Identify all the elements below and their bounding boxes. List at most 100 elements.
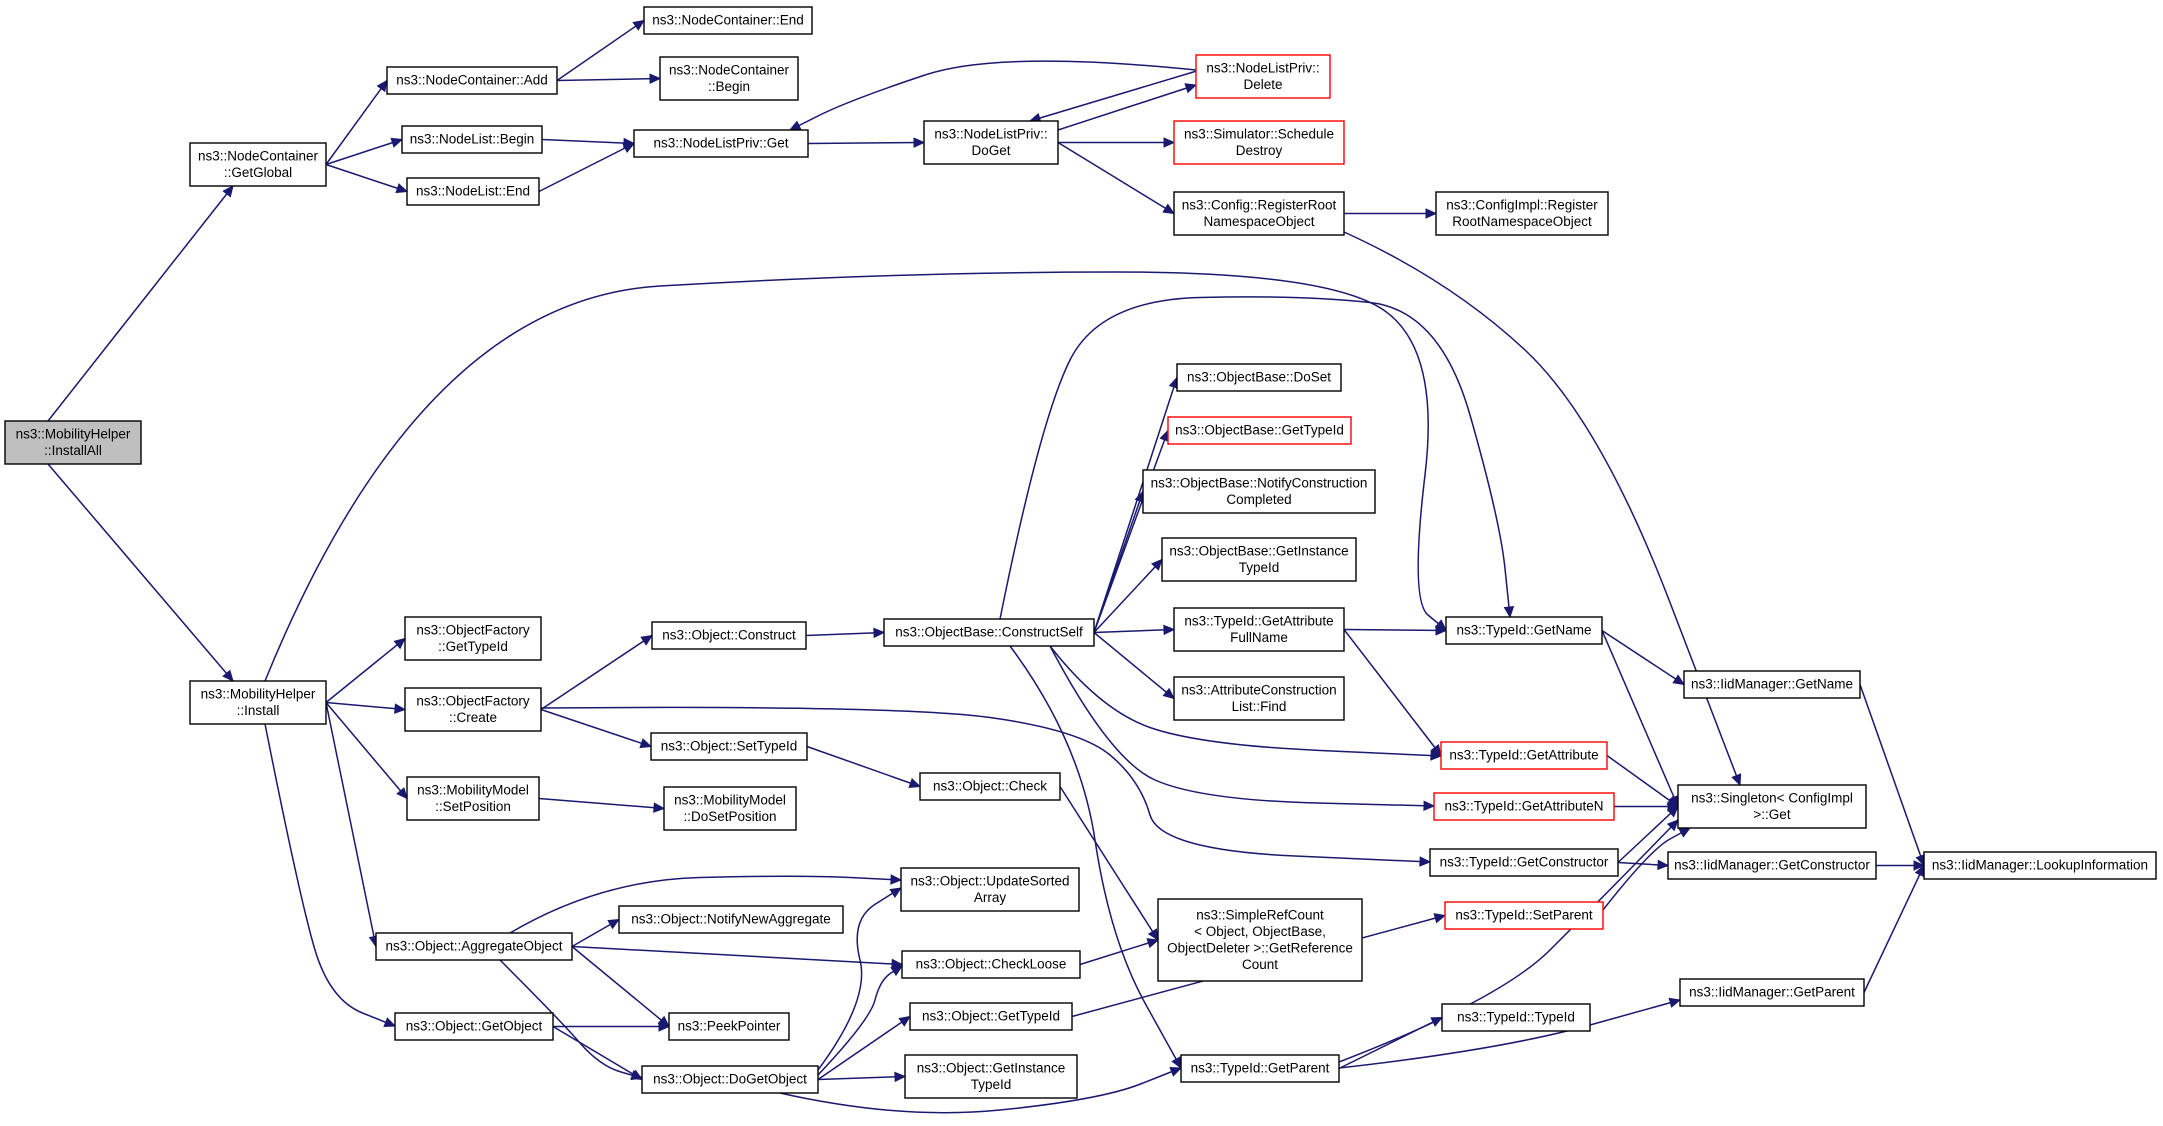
call-edge-install-to-of_gettid: [325, 637, 406, 704]
node-nc-begin[interactable]: ns3::NodeContainer::Begin: [659, 56, 799, 101]
node-ob-doset[interactable]: ns3::ObjectBase::DoSet: [1176, 363, 1342, 392]
node-tid-tid[interactable]: ns3::TypeId::TypeId: [1441, 1003, 1591, 1032]
node-tid-getctor[interactable]: ns3::TypeId::GetConstructor: [1429, 848, 1619, 877]
call-edge-ob_constructself-to-tid_getattr: [1049, 645, 1443, 761]
node-mm-dosetpos[interactable]: ns3::MobilityModel::DoSetPosition: [663, 786, 797, 831]
node-label-line: ns3::Object::DoGetObject: [653, 1072, 807, 1087]
node-cfgimpl-reg[interactable]: ns3::ConfigImpl::RegisterRootNamespaceOb…: [1435, 191, 1609, 236]
node-peekpointer[interactable]: ns3::PeekPointer: [668, 1012, 790, 1041]
node-label-line: ns3::Object::SetTypeId: [661, 739, 798, 754]
node-label-line: ns3::Object::GetObject: [406, 1019, 543, 1034]
node-nc-end[interactable]: ns3::NodeContainer::End: [643, 6, 813, 35]
node-label-line: ::DoSetPosition: [683, 809, 776, 824]
node-nlp-delete[interactable]: ns3::NodeListPriv::Delete: [1195, 54, 1331, 99]
call-edge-nlp_delete-to-nlp_doget: [1028, 69, 1201, 124]
call-edge-obj_checkloose-to-srefcount: [1079, 938, 1160, 966]
node-nl-begin[interactable]: ns3::NodeList::Begin: [401, 125, 543, 154]
call-edge-obj_settid-to-obj_check: [806, 745, 922, 788]
node-label-line: ns3::TypeId::GetName: [1456, 623, 1591, 638]
node-label-line: ObjectDeleter >::GetReference: [1167, 940, 1353, 955]
node-ob-gettid[interactable]: ns3::ObjectBase::GetTypeId: [1167, 416, 1352, 445]
node-label-line: ns3::TypeId::GetParent: [1191, 1061, 1330, 1076]
call-edge-nlp_doget-to-sim_sched: [1058, 137, 1176, 148]
call-edge-obj_dogetobject-to-obj_upd: [817, 887, 903, 1071]
node-tid-getparent[interactable]: ns3::TypeId::GetParent: [1180, 1054, 1340, 1083]
call-edge-nc_add-to-nc_end: [556, 19, 646, 82]
node-iid-getname[interactable]: ns3::IidManager::GetName: [1683, 670, 1861, 699]
node-srefcount[interactable]: ns3::SimpleRefCount< Object, ObjectBase,…: [1157, 898, 1363, 982]
call-edge-obj_check-to-srefcount: [1059, 786, 1159, 942]
node-obj-settid[interactable]: ns3::Object::SetTypeId: [650, 732, 808, 761]
node-nlp-get[interactable]: ns3::NodeListPriv::Get: [633, 129, 809, 158]
node-iid-getparent[interactable]: ns3::IidManager::GetParent: [1679, 978, 1865, 1007]
node-label-line: Destroy: [1236, 143, 1283, 158]
node-obj-notifynew[interactable]: ns3::Object::NotifyNewAggregate: [618, 905, 844, 934]
call-edge-obj_getobject-to-peekpointer: [553, 1021, 671, 1032]
node-singleton[interactable]: ns3::Singleton< ConfigImpl >::Get: [1677, 784, 1867, 829]
call-edge-obj_aggregate-to-obj_upd: [509, 874, 903, 934]
call-edge-of_create-to-obj_settid: [540, 708, 653, 749]
node-label-line: ns3::ObjectFactory: [416, 622, 530, 637]
node-label-line: ns3::NodeContainer: [198, 148, 319, 163]
node-iid-getctor[interactable]: ns3::IidManager::GetConstructor: [1667, 851, 1877, 880]
node-tid-getname[interactable]: ns3::TypeId::GetName: [1445, 616, 1603, 645]
node-label-line: List::Find: [1232, 699, 1287, 714]
node-label-line: ns3::TypeId::GetAttribute: [1184, 613, 1333, 628]
call-edge-mm_setpos-to-mm_dosetpos: [538, 797, 666, 813]
node-label-line: ns3::IidManager::GetParent: [1689, 985, 1855, 1000]
node-label-line: Count: [1242, 957, 1278, 972]
node-of-create[interactable]: ns3::ObjectFactory::Create: [404, 687, 542, 732]
node-nl-end[interactable]: ns3::NodeList::End: [406, 177, 540, 206]
node-obj-check[interactable]: ns3::Object::Check: [919, 772, 1061, 801]
node-obj-getobject[interactable]: ns3::Object::GetObject: [394, 1012, 554, 1041]
node-label-line: RootNamespaceObject: [1452, 214, 1592, 229]
node-of-gettid[interactable]: ns3::ObjectFactory::GetTypeId: [404, 616, 542, 661]
node-root[interactable]: ns3::MobilityHelper::InstallAll: [4, 420, 142, 465]
node-obj-aggregate[interactable]: ns3::Object::AggregateObject: [375, 932, 573, 961]
node-label-line: ::SetPosition: [435, 799, 511, 814]
node-label-line: ns3::Object::GetInstance: [917, 1060, 1066, 1075]
node-label-line: ns3::AttributeConstruction: [1181, 682, 1336, 697]
node-obj-construct[interactable]: ns3::Object::Construct: [651, 621, 807, 650]
node-ob-notify[interactable]: ns3::ObjectBase::NotifyConstructionCompl…: [1142, 469, 1376, 514]
node-label-line: ns3::TypeId::GetConstructor: [1440, 855, 1609, 870]
node-tid-getattr[interactable]: ns3::TypeId::GetAttribute: [1440, 741, 1608, 770]
call-edge-install-to-obj_getobject: [264, 723, 397, 1027]
node-label-line: ns3::Object::Check: [933, 779, 1047, 794]
node-install[interactable]: ns3::MobilityHelper::Install: [189, 680, 327, 725]
node-label-line: ::InstallAll: [44, 443, 102, 458]
node-ob-constructself[interactable]: ns3::ObjectBase::ConstructSelf: [883, 618, 1095, 647]
call-edge-nlp_get-to-nlp_doget: [807, 137, 926, 148]
node-tid-getattrn[interactable]: ns3::TypeId::GetAttributeN: [1433, 792, 1615, 821]
call-edge-tid_getname-to-iid_getname: [1601, 629, 1686, 686]
node-nlp-doget[interactable]: ns3::NodeListPriv::DoGet: [923, 120, 1059, 165]
call-edge-nl_begin-to-nlp_get: [541, 137, 636, 149]
node-label-line: ns3::TypeId::TypeId: [1457, 1010, 1575, 1025]
node-mm-setpos[interactable]: ns3::MobilityModel::SetPosition: [406, 776, 540, 821]
node-obj-dogetobject[interactable]: ns3::Object::DoGetObject: [641, 1065, 819, 1094]
node-label-line: ns3::ObjectBase::ConstructSelf: [895, 625, 1083, 640]
call-edge-cfg_reg-to-cfgimpl_reg: [1344, 208, 1438, 219]
node-getglobal[interactable]: ns3::NodeContainer::GetGlobal: [189, 142, 327, 187]
node-iid-lookup[interactable]: ns3::IidManager::LookupInformation: [1923, 851, 2157, 880]
call-edge-tid_getattrfull-to-tid_getname: [1343, 625, 1448, 636]
node-obj-checkloose[interactable]: ns3::Object::CheckLoose: [901, 950, 1081, 979]
call-edge-ob_constructself-to-tid_getattrn: [1049, 645, 1436, 812]
node-label-line: ns3::Object::GetTypeId: [922, 1009, 1060, 1024]
node-tid-setparent[interactable]: ns3::TypeId::SetParent: [1444, 901, 1604, 930]
node-label-line: ns3::NodeContainer: [669, 62, 790, 77]
node-label-line: TypeId: [971, 1077, 1012, 1092]
call-edge-obj_construct-to-ob_constructself: [805, 627, 886, 639]
node-label-line: ns3::Object::NotifyNewAggregate: [631, 912, 831, 927]
node-obj-gettid[interactable]: ns3::Object::GetTypeId: [909, 1002, 1073, 1031]
node-label-line: ns3::ObjectFactory: [416, 693, 530, 708]
node-label-line: ns3::MobilityHelper: [16, 426, 131, 441]
node-nc-add[interactable]: ns3::NodeContainer::Add: [386, 66, 558, 95]
